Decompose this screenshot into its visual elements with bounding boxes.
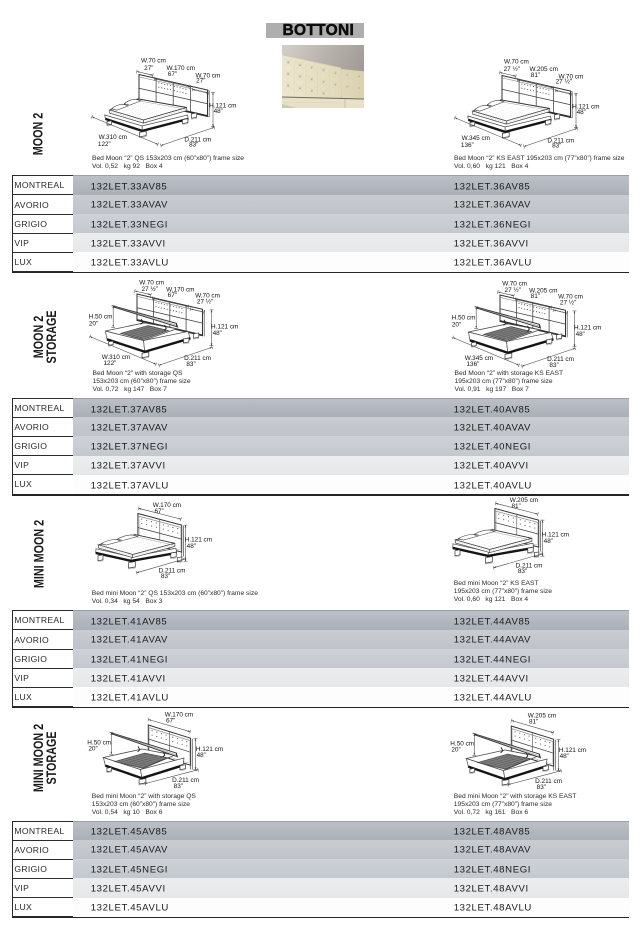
- svg-text:W.70 cm: W.70 cm: [558, 294, 583, 301]
- svg-text:67”: 67”: [154, 508, 163, 515]
- svg-text:H.121 cm: H.121 cm: [211, 324, 238, 331]
- svg-text:D.211 cm: D.211 cm: [547, 356, 574, 363]
- svg-text:20”: 20”: [451, 746, 460, 753]
- svg-text:81”: 81”: [529, 719, 538, 726]
- svg-text:D.211 cm: D.211 cm: [172, 777, 199, 784]
- svg-text:48”: 48”: [544, 538, 553, 545]
- svg-text:H.121 cm: H.121 cm: [572, 103, 599, 110]
- svg-text:W.205 cm: W.205 cm: [529, 66, 557, 73]
- svg-text:27 ½”: 27 ½”: [560, 299, 576, 307]
- svg-text:48”: 48”: [576, 331, 585, 338]
- svg-text:20”: 20”: [89, 320, 98, 327]
- svg-text:W.310 cm: W.310 cm: [99, 134, 127, 141]
- svg-text:136”: 136”: [461, 142, 474, 149]
- svg-text:48”: 48”: [560, 753, 569, 760]
- svg-text:83”: 83”: [161, 573, 170, 580]
- svg-text:48”: 48”: [577, 109, 586, 116]
- svg-text:83”: 83”: [518, 568, 527, 575]
- svg-text:W.170 cm: W.170 cm: [165, 712, 193, 719]
- svg-text:W.70 cm: W.70 cm: [504, 59, 529, 66]
- svg-text:48”: 48”: [214, 108, 223, 115]
- svg-text:48”: 48”: [213, 330, 222, 337]
- svg-text:W.70 cm: W.70 cm: [558, 73, 583, 80]
- svg-text:81”: 81”: [511, 503, 520, 510]
- svg-text:67”: 67”: [168, 292, 177, 299]
- svg-text:81”: 81”: [531, 72, 540, 79]
- svg-text:D.211 cm: D.211 cm: [184, 136, 211, 143]
- svg-text:H.121 cm: H.121 cm: [209, 102, 236, 109]
- svg-text:H.50 cm: H.50 cm: [89, 313, 113, 320]
- svg-text:W.70 cm: W.70 cm: [195, 72, 220, 79]
- svg-text:W.170 cm: W.170 cm: [166, 286, 194, 293]
- svg-text:W.345 cm: W.345 cm: [465, 355, 493, 362]
- svg-text:122”: 122”: [98, 141, 111, 148]
- svg-text:D.211 cm: D.211 cm: [547, 137, 574, 144]
- svg-text:W.205 cm: W.205 cm: [529, 287, 557, 294]
- svg-text:67”: 67”: [166, 718, 175, 725]
- svg-text:W.310 cm: W.310 cm: [102, 354, 130, 361]
- svg-text:83”: 83”: [189, 142, 198, 149]
- svg-text:27 ½”: 27 ½”: [504, 65, 520, 73]
- svg-text:H.121 cm: H.121 cm: [574, 325, 601, 332]
- svg-text:27 ½”: 27 ½”: [556, 78, 572, 86]
- svg-text:H.50 cm: H.50 cm: [450, 740, 474, 747]
- svg-text:D.211 cm: D.211 cm: [516, 562, 543, 569]
- svg-text:W.205 cm: W.205 cm: [528, 713, 556, 720]
- svg-text:W.345 cm: W.345 cm: [462, 135, 490, 142]
- svg-text:27 ½”: 27 ½”: [505, 286, 521, 294]
- svg-text:27 ½”: 27 ½”: [197, 298, 213, 306]
- svg-text:27 ½”: 27 ½”: [142, 285, 158, 293]
- svg-text:D.211 cm: D.211 cm: [535, 778, 562, 785]
- svg-text:W.70 cm: W.70 cm: [502, 281, 527, 288]
- svg-text:83”: 83”: [549, 362, 558, 369]
- svg-text:D.211 cm: D.211 cm: [159, 567, 186, 574]
- svg-text:48”: 48”: [197, 752, 206, 759]
- svg-text:20”: 20”: [452, 321, 461, 328]
- svg-text:H.50 cm: H.50 cm: [87, 739, 111, 746]
- svg-text:H.121 cm: H.121 cm: [559, 747, 586, 754]
- svg-text:81”: 81”: [531, 293, 540, 300]
- svg-text:W.205 cm: W.205 cm: [510, 497, 538, 504]
- svg-text:W.70 cm: W.70 cm: [141, 58, 166, 65]
- svg-text:H.50 cm: H.50 cm: [452, 314, 476, 321]
- svg-text:D.211 cm: D.211 cm: [184, 355, 211, 362]
- svg-text:27”: 27”: [144, 65, 153, 72]
- svg-text:H.121 cm: H.121 cm: [196, 746, 223, 753]
- svg-text:48”: 48”: [187, 543, 196, 550]
- svg-text:W.170 cm: W.170 cm: [166, 65, 194, 72]
- svg-text:83”: 83”: [552, 143, 561, 150]
- svg-text:H.121 cm: H.121 cm: [185, 537, 212, 544]
- svg-text:136”: 136”: [467, 361, 480, 368]
- svg-text:W.70 cm: W.70 cm: [139, 280, 164, 287]
- svg-text:20”: 20”: [88, 745, 97, 752]
- svg-text:W.170 cm: W.170 cm: [153, 502, 181, 509]
- svg-text:122”: 122”: [104, 360, 117, 367]
- svg-text:H.121 cm: H.121 cm: [542, 532, 569, 539]
- svg-text:83”: 83”: [174, 783, 183, 790]
- svg-text:W.70 cm: W.70 cm: [195, 293, 220, 300]
- svg-text:67”: 67”: [168, 71, 177, 78]
- svg-text:83”: 83”: [186, 361, 195, 368]
- svg-text:83”: 83”: [537, 784, 546, 791]
- svg-text:27”: 27”: [196, 78, 205, 85]
